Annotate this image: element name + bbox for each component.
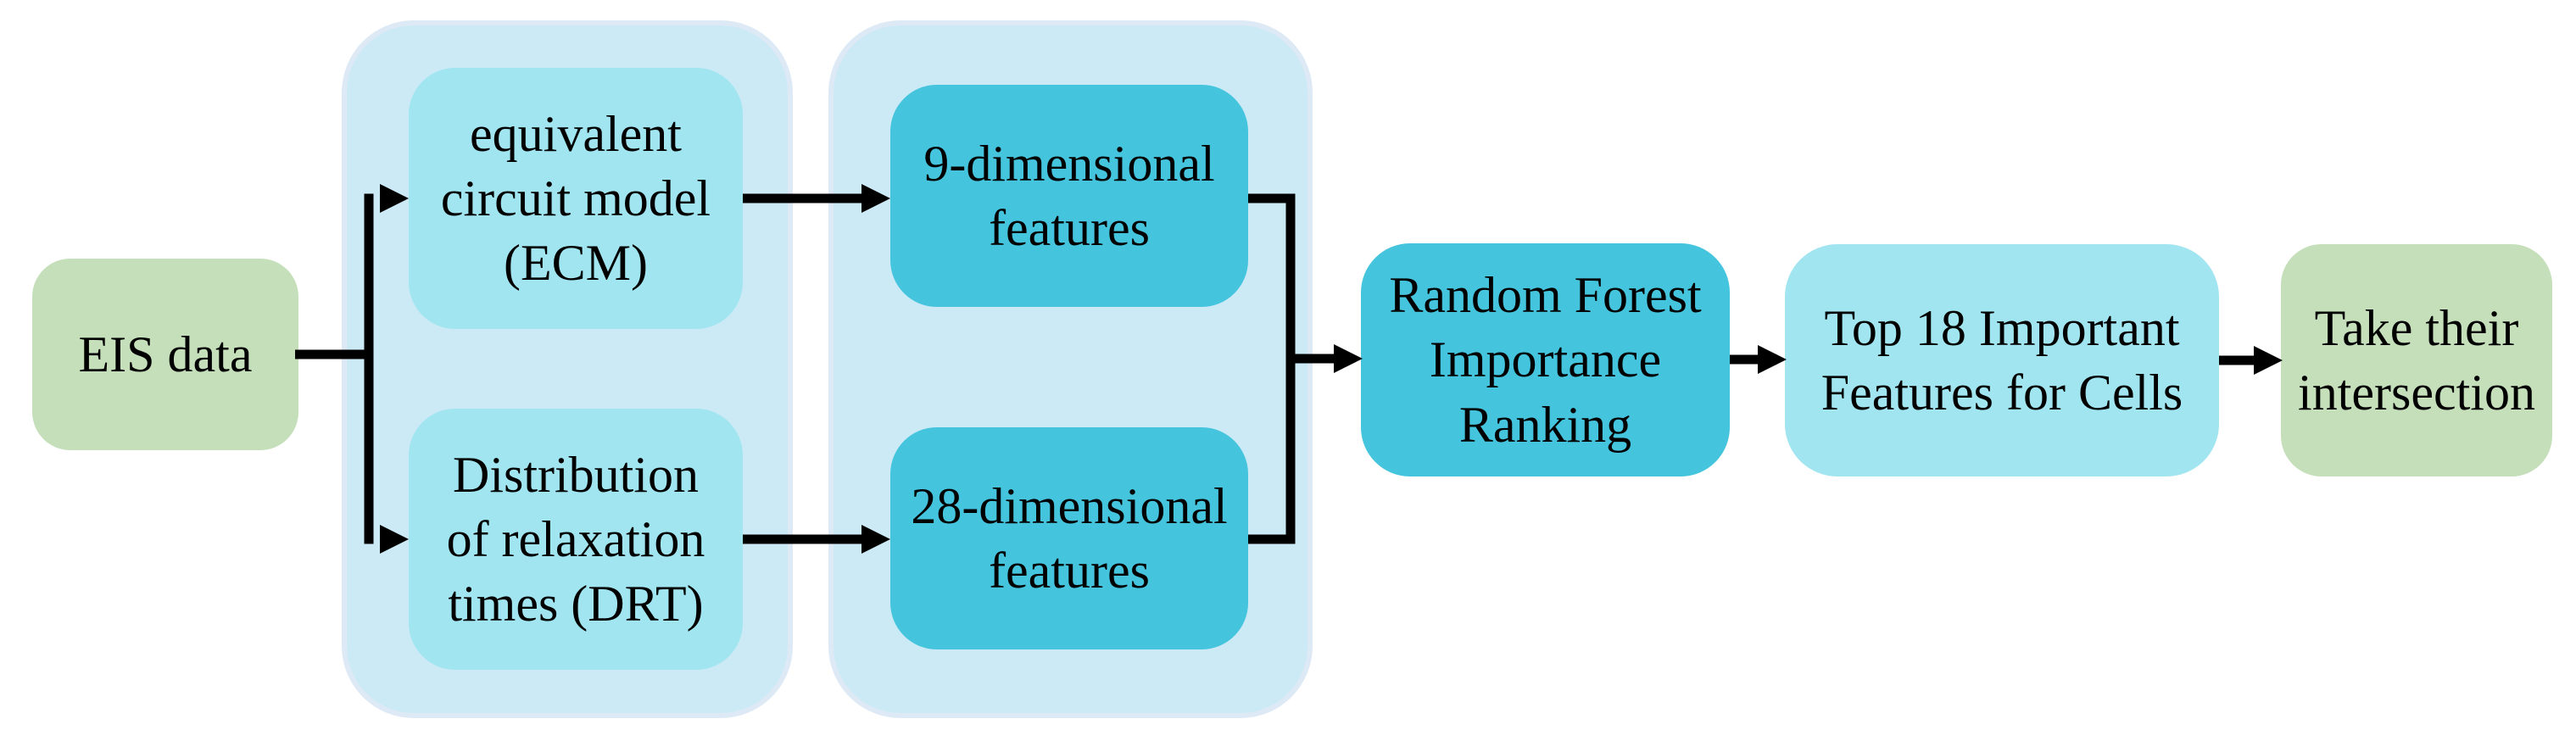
arrowhead-to-top18	[1758, 345, 1787, 374]
node-take-their-intersection: Take their intersection	[2281, 244, 2552, 476]
node-28-dimensional-features: 28-dimensional features	[890, 427, 1248, 649]
node-top18-important-features: Top 18 Important Features for Cells	[1785, 244, 2219, 476]
node-distribution-relaxation-times: Distribution of relaxation times (DRT)	[409, 409, 743, 670]
node-random-forest-importance-ranking: Random Forest Importance Ranking	[1361, 243, 1730, 476]
arrowhead-to-intersection	[2254, 346, 2283, 375]
node-equivalent-circuit-model: equivalent circuit model (ECM)	[409, 68, 743, 329]
arrowhead-to-rf	[1334, 344, 1363, 373]
node-9-dimensional-features: 9-dimensional features	[890, 85, 1248, 307]
node-eis-data: EIS data	[32, 259, 298, 450]
